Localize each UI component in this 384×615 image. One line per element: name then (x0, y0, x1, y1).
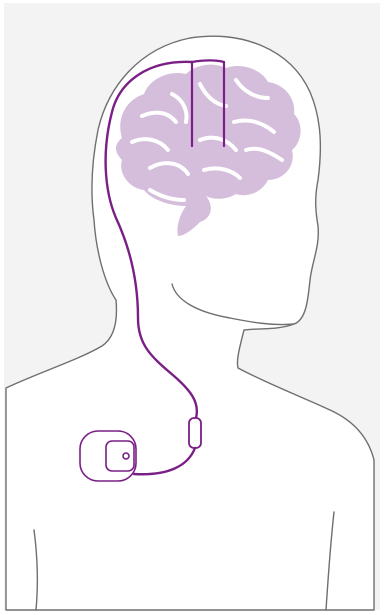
connector (189, 418, 201, 448)
stimulator-device (80, 431, 136, 481)
